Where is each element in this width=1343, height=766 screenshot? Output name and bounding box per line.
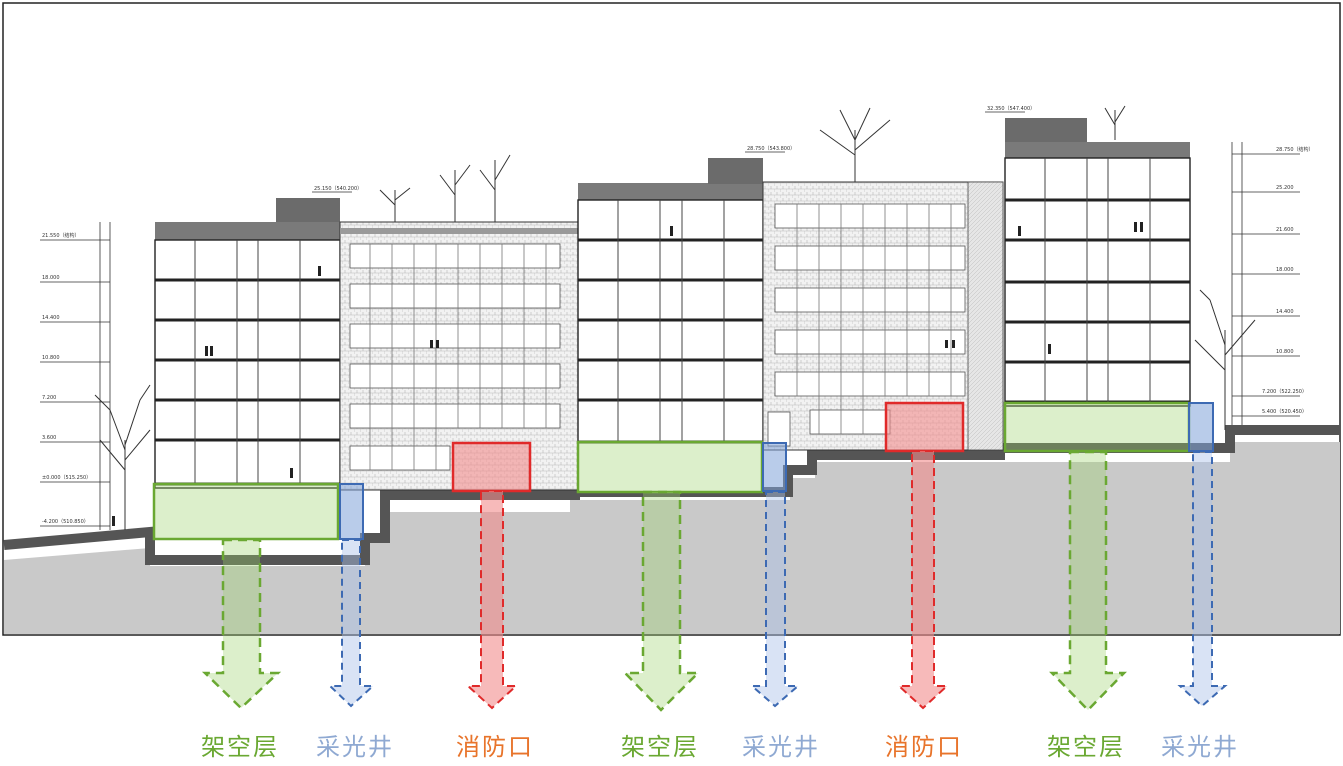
elev-right-4: 14.400 — [1276, 309, 1294, 315]
label-fire-2: 消防口 — [885, 733, 963, 761]
elev-right-6: 7.200（522.250） — [1262, 389, 1307, 395]
building-d — [762, 181, 1004, 451]
label-lightwell-1: 采光井 — [316, 733, 394, 761]
label-lightwell-2: 采光井 — [742, 733, 820, 761]
right-elevation-scale — [1231, 142, 1300, 425]
elev-left-1: 18.000 — [42, 275, 60, 281]
arrow-lightwell-2 — [749, 491, 801, 708]
elev-right-5: 10.800 — [1276, 349, 1294, 355]
label-lightwell-3: 采光井 — [1161, 733, 1239, 761]
lightwell-zone-1 — [339, 483, 364, 540]
elev-right-2: 21.600 — [1276, 227, 1294, 233]
lightwell-zone-3 — [1188, 402, 1214, 452]
people-figures — [112, 222, 1143, 526]
elev-right-7: 5.400（520.450） — [1262, 409, 1307, 415]
arrow-lightwell-1 — [327, 539, 376, 708]
trees — [94, 105, 1256, 530]
label-fire-1: 消防口 — [456, 733, 534, 761]
label-piloti-3: 架空层 — [1047, 733, 1125, 761]
elev-left-3: 10.800 — [42, 355, 60, 361]
elev-right-1: 25.200 — [1276, 185, 1294, 191]
label-piloti-2: 架空层 — [621, 733, 699, 761]
elev-left-2: 14.400 — [42, 315, 60, 321]
elev-left-4: 7.200 — [42, 395, 56, 401]
building-a — [154, 198, 341, 489]
elev-left-0: 21.550（结构） — [42, 232, 80, 239]
elev-top-1: 28.750（543.800） — [747, 146, 795, 152]
fire-access-zone-2 — [884, 401, 965, 453]
left-elevation-scale — [40, 222, 111, 530]
ground-mass — [4, 442, 1340, 634]
lightwell-zone-2 — [762, 442, 787, 492]
arrow-fire-2 — [896, 450, 950, 710]
elev-left-6: ±0.000（515.250） — [42, 475, 91, 481]
arrow-fire-1 — [465, 490, 519, 710]
arrow-lightwell-3 — [1177, 451, 1228, 708]
elev-right-3: 18.000 — [1276, 267, 1294, 273]
piloti-zone-3 — [1003, 401, 1191, 453]
elev-top-2: 32.350（547.400） — [987, 106, 1035, 112]
piloti-zone-1 — [152, 482, 340, 541]
building-b — [339, 221, 579, 491]
elev-left-5: 3.600 — [42, 435, 56, 441]
fire-access-zone-1 — [451, 441, 532, 493]
building-e — [1004, 118, 1191, 407]
top-elevation-marks — [312, 111, 1025, 193]
elev-left-7: -4.200（510.850） — [42, 519, 89, 525]
arrow-piloti-1 — [201, 538, 282, 710]
building-c — [577, 158, 764, 493]
arrow-piloti-2 — [622, 490, 702, 712]
piloti-zone-2 — [576, 440, 764, 494]
arrow-piloti-3 — [1049, 450, 1127, 712]
label-piloti-1: 架空层 — [201, 733, 279, 761]
elev-top-0: 25.150（540.200） — [314, 186, 362, 192]
elev-right-0: 28.750（结构） — [1276, 146, 1314, 153]
